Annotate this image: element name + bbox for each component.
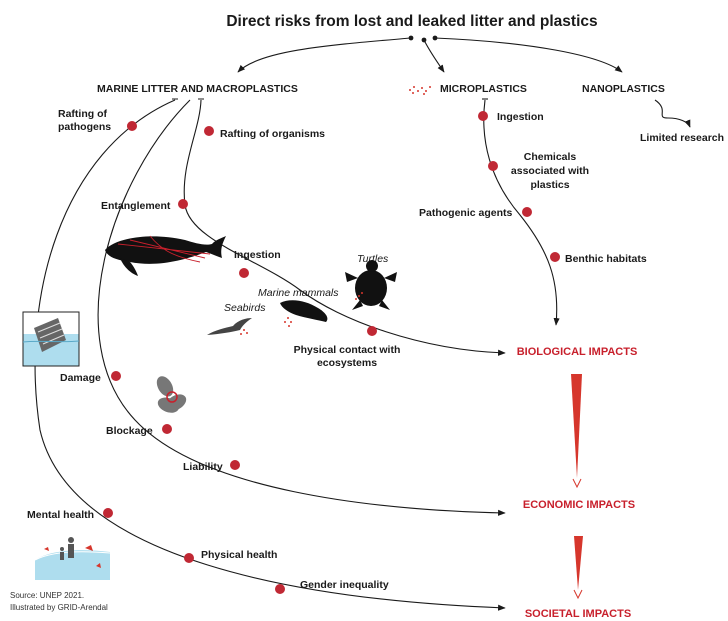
risk-dot [478, 111, 488, 121]
seabird-icon [207, 318, 252, 335]
turtle-icon [345, 260, 397, 310]
label-chemicals: Chemicals [524, 151, 577, 163]
impact-biological: BIOLOGICAL IMPACTS [517, 346, 638, 358]
impact-societal: SOCIETAL IMPACTS [525, 608, 631, 620]
label-chemicals-2: associated with [511, 165, 589, 177]
risk-dot [103, 508, 113, 518]
label-physical-contact-2: ecosystems [317, 357, 377, 369]
risk-dot [275, 584, 285, 594]
label-physical-contact: Physical contact with [294, 344, 401, 356]
microplastic-specks-icon [409, 86, 431, 95]
label-rafting-organisms: Rafting of organisms [220, 128, 325, 140]
source-line-2: Illustrated by GRID-Arendal [10, 603, 108, 612]
label-gender-inequality: Gender inequality [300, 579, 389, 591]
entangled-whale-icon [105, 235, 226, 276]
risk-dot [230, 460, 240, 470]
seal-icon [280, 300, 328, 327]
label-mental-health: Mental health [27, 509, 94, 521]
label-benthic-habitats: Benthic habitats [565, 253, 647, 265]
label-damage: Damage [60, 372, 101, 384]
label-liability: Liability [183, 461, 223, 473]
propeller-icon [156, 376, 187, 413]
label-physical-health: Physical health [201, 549, 277, 561]
label-entanglement: Entanglement [101, 200, 171, 212]
label-blockage: Blockage [106, 425, 153, 437]
label-limited-research: Limited research [640, 132, 724, 144]
label-rafting-pathogens: Rafting of [58, 108, 107, 120]
risk-dot [184, 553, 194, 563]
category-nano: NANOPLASTICS [582, 83, 665, 95]
risk-dot [204, 126, 214, 136]
arrow-to-micro [423, 39, 445, 73]
risk-dot [367, 326, 377, 336]
beach-people-icon [34, 537, 111, 580]
line-marine-to-biological [183, 99, 506, 356]
label-seabirds: Seabirds [224, 302, 266, 314]
category-marine: MARINE LITTER AND MACROPLASTICS [97, 83, 298, 95]
label-ingestion-micro: Ingestion [497, 111, 544, 123]
risk-dot [522, 207, 532, 217]
risk-dot [127, 121, 137, 131]
sinking-boat-icon [22, 311, 80, 367]
impact-economic: ECONOMIC IMPACTS [523, 499, 635, 511]
label-chemicals-3: plastics [530, 179, 569, 191]
risk-dot [239, 268, 249, 278]
risk-dot [488, 161, 498, 171]
label-rafting-pathogens-2: pathogens [58, 121, 111, 133]
impact-wedge-1-tip [572, 478, 582, 489]
category-micro: MICROPLASTICS [440, 83, 527, 95]
risk-dot [162, 424, 172, 434]
diagram-title: Direct risks from lost and leaked litter… [226, 13, 597, 30]
label-marine-mammals: Marine mammals [258, 287, 339, 299]
impact-wedge-2-tip [573, 589, 583, 600]
arrow-to-nano [434, 37, 623, 73]
label-turtles: Turtles [357, 253, 389, 265]
line-to-economic [97, 99, 506, 516]
risk-dot [111, 371, 121, 381]
impact-wedge-2 [574, 536, 583, 590]
impact-wedge-1 [571, 374, 582, 478]
risk-dot [178, 199, 188, 209]
source-line-1: Source: UNEP 2021. [10, 591, 84, 600]
line-micro-to-biological [483, 99, 560, 326]
arrow-to-marine [237, 37, 412, 73]
line-nano-to-limited [654, 99, 691, 128]
line-to-societal [34, 99, 506, 611]
label-pathogenic-agents: Pathogenic agents [419, 207, 513, 219]
risk-dot [550, 252, 560, 262]
label-ingestion-marine: Ingestion [234, 249, 281, 261]
